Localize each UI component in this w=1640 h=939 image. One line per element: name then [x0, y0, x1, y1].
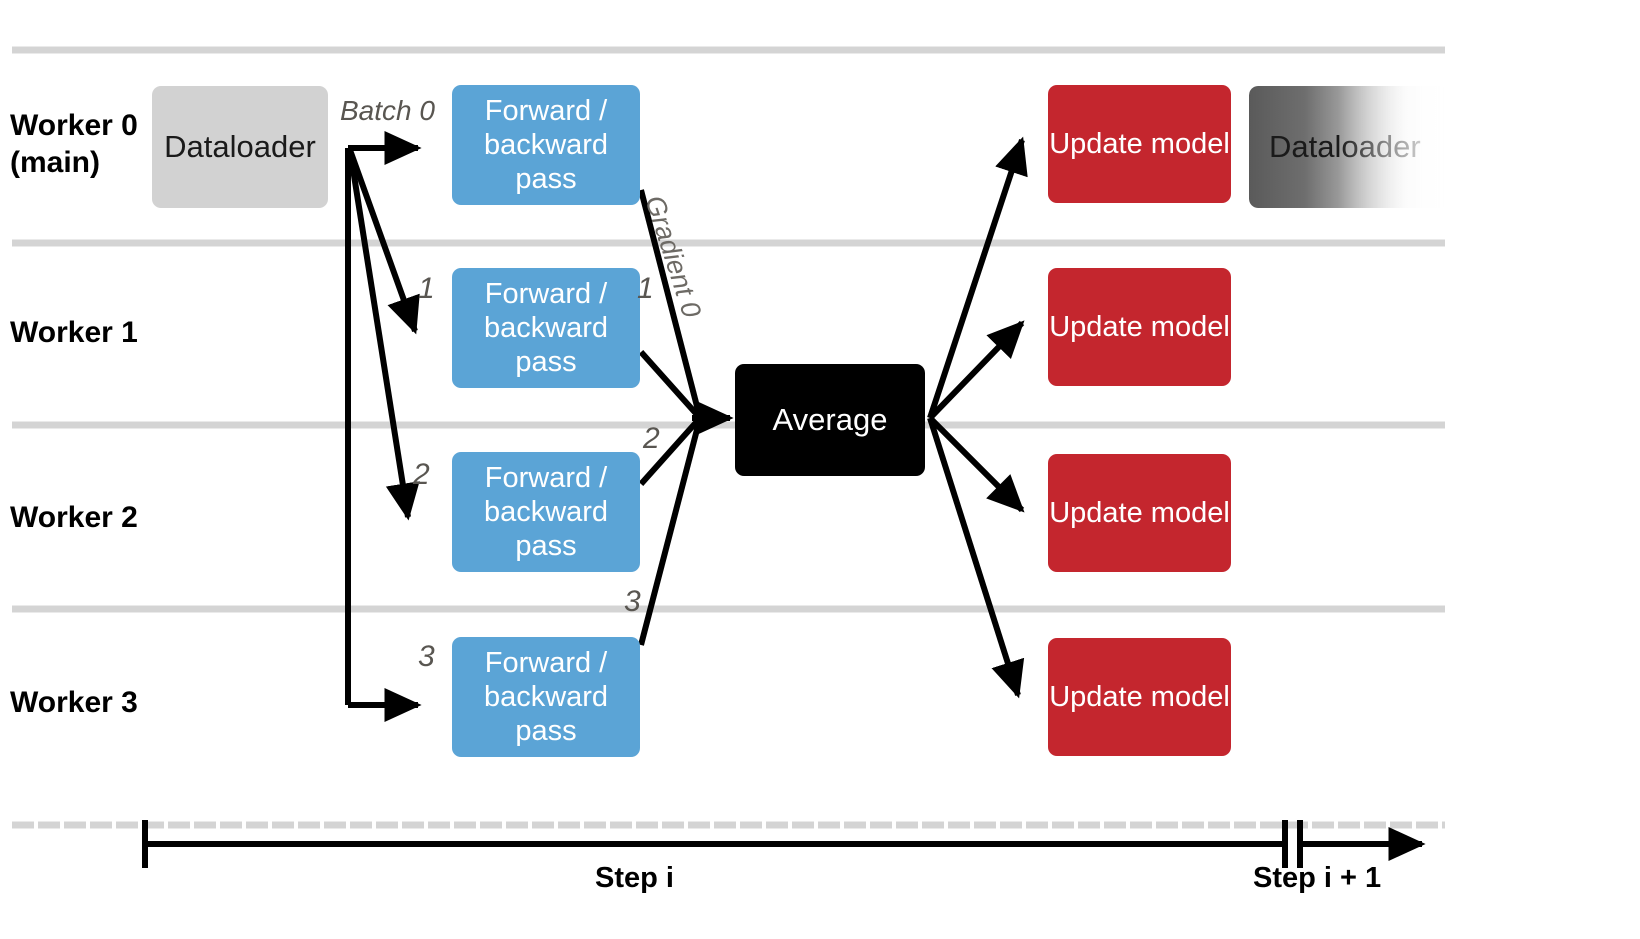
- edge-label-batch-1: 1: [418, 272, 435, 305]
- node-forward-backward-worker-2[interactable]: Forward / backward pass: [452, 452, 640, 572]
- edge-label-gradient-2: 2: [643, 422, 660, 455]
- gradient-edges: [638, 189, 734, 646]
- node-update-model-worker-2[interactable]: Update model: [1048, 454, 1231, 572]
- timeline-label-step-i: Step i: [595, 862, 674, 894]
- edge-label-batch-3: 3: [418, 640, 435, 673]
- edge-batch-1: [347, 148, 420, 335]
- edge-batch-2: [347, 149, 420, 521]
- edge-gradient-3: [638, 417, 703, 646]
- average-broadcast-edges: [927, 136, 1028, 699]
- edge-update-1: [927, 320, 1025, 421]
- edge-update-0: [927, 136, 1028, 419]
- node-dataloader-next-step[interactable]: Dataloader: [1249, 86, 1449, 208]
- row-label-worker-1: Worker 1: [10, 316, 138, 349]
- node-dataloader[interactable]: Dataloader: [152, 86, 328, 208]
- node-update-model-worker-1[interactable]: Update model: [1048, 268, 1231, 386]
- node-update-model-worker-3[interactable]: Update model: [1048, 638, 1231, 756]
- node-average[interactable]: Average: [735, 364, 925, 476]
- edge-gradient-1: [638, 350, 703, 420]
- edge-label-batch-0: Batch 0: [340, 95, 435, 126]
- edge-label-gradient-1: 1: [637, 272, 654, 305]
- node-update-model-worker-0[interactable]: Update model: [1048, 85, 1231, 203]
- edge-update-2: [927, 415, 1025, 513]
- row-label-worker-0: Worker 0 (main): [10, 109, 138, 179]
- timeline: [142, 820, 1426, 868]
- row-label-worker-3: Worker 3: [10, 686, 138, 719]
- node-forward-backward-worker-1[interactable]: Forward / backward pass: [452, 268, 640, 388]
- edge-gradient-2: [638, 416, 703, 486]
- edge-gradient-0: [638, 189, 703, 419]
- node-forward-backward-worker-0[interactable]: Forward / backward pass: [452, 85, 640, 205]
- row-label-worker-2: Worker 2: [10, 501, 138, 534]
- edge-update-3: [927, 417, 1025, 699]
- batch-distribution-edges: [345, 130, 422, 723]
- edge-label-batch-2: 2: [413, 458, 430, 491]
- edge-label-gradient-3: 3: [624, 585, 641, 618]
- node-forward-backward-worker-3[interactable]: Forward / backward pass: [452, 637, 640, 757]
- timeline-label-step-i-plus-1: Step i + 1: [1253, 862, 1382, 894]
